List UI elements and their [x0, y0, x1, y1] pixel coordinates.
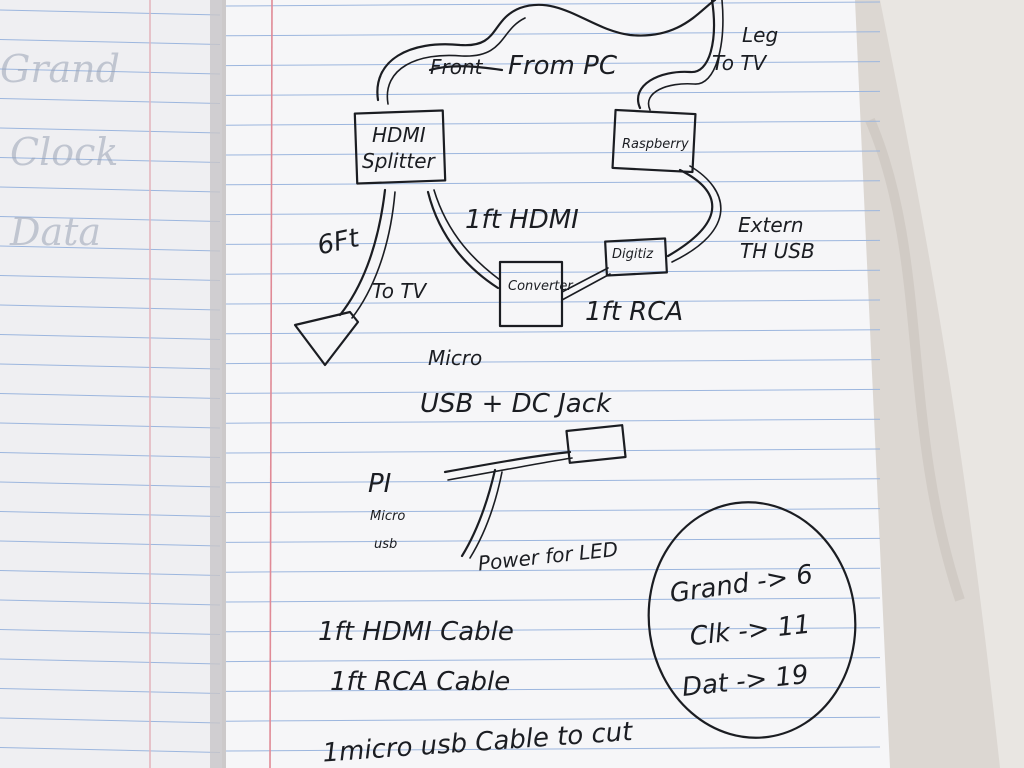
ruled-line: [0, 9, 221, 16]
ruled-line: [225, 597, 881, 603]
digitizer-box: [604, 237, 668, 277]
ruled-line: [0, 334, 221, 340]
ruled-line: [225, 746, 881, 752]
ruled-line: [0, 363, 221, 370]
ruled-line: [0, 511, 221, 517]
ruled-line: [0, 98, 221, 104]
to-tv-top-label: To TV: [712, 51, 768, 75]
struck-label: Front: [430, 55, 484, 79]
hdmi-splitter-box: [353, 109, 447, 185]
hdmi-label: HDMI: [372, 123, 426, 147]
ruled-line: [0, 245, 221, 252]
ruled-line: [0, 275, 221, 281]
converter-box: [498, 260, 564, 328]
ruled-line: [225, 90, 881, 96]
ruled-line: [225, 180, 881, 186]
ghost-text-2: Clock: [10, 130, 118, 174]
digitizer-label: Digitiz: [612, 247, 654, 262]
ruled-line: [225, 418, 881, 424]
micro-label: Micro: [428, 346, 482, 370]
external-label: Extern: [738, 213, 804, 237]
from-pc-label: From PC: [508, 51, 618, 81]
pin-circle: [647, 501, 857, 739]
splitter-label: Splitter: [362, 149, 436, 173]
raspberry-box: [611, 108, 697, 174]
ruled-line: [225, 239, 881, 245]
ruled-line: [225, 627, 881, 633]
ghost-text-3: Data: [9, 210, 101, 254]
shopping-item-1: 1ft HDMI Cable: [318, 617, 514, 647]
ruled-line: [225, 329, 881, 335]
ruled-line: [0, 688, 221, 694]
leg-label: Leg: [742, 23, 778, 47]
ruled-line: [0, 39, 221, 45]
ruled-line: [0, 157, 221, 163]
one-ft-rca-label: 1ft RCA: [585, 297, 683, 327]
ruled-line: [0, 629, 221, 635]
ruled-line: [225, 31, 881, 37]
pi-usb-label: usb: [374, 537, 397, 552]
ruled-line: [225, 657, 881, 663]
one-ft-hdmi-label: 1ft HDMI: [465, 205, 579, 235]
ruled-line: [0, 186, 221, 193]
ruled-line: [0, 540, 221, 547]
wiring-sketch: [293, 0, 857, 739]
ruled-line: [225, 567, 881, 573]
usb-dc-jack-label: USB + DC Jack: [420, 389, 612, 419]
ruled-line: [0, 658, 221, 665]
ruled-line: [0, 717, 221, 724]
ruled-line: [0, 393, 221, 399]
ruled-line: [225, 269, 881, 275]
right-page: [225, 0, 890, 768]
ruled-line: [0, 570, 221, 576]
ruled-line: [225, 716, 881, 722]
ruled-line: [0, 747, 221, 753]
ruled-line: [225, 61, 881, 67]
ruled-line: [0, 422, 221, 429]
ruled-line: [225, 1, 881, 7]
left-page: Grand Clock Data: [0, 0, 222, 768]
usb-label: TH USB: [740, 239, 815, 263]
ruled-line: [225, 448, 881, 454]
ruled-line: [225, 478, 881, 484]
raspberry-label: Raspberry: [622, 137, 689, 152]
ruled-line: [0, 127, 221, 134]
ruled-line: [225, 686, 881, 692]
ghost-text-1: Grand: [0, 47, 120, 91]
ruled-line: [0, 216, 221, 222]
ruled-line: [225, 359, 881, 365]
ruled-line: [225, 508, 881, 514]
tv-icon: [293, 310, 360, 367]
dc-jack-connector: [565, 424, 627, 464]
ruled-line: [225, 299, 881, 305]
ruled-line: [0, 452, 221, 458]
ruled-line: [225, 388, 881, 394]
ruled-line: [0, 481, 221, 488]
ruled-line: [0, 304, 221, 311]
ruled-line: [225, 210, 881, 216]
converter-label: Converter: [508, 279, 574, 294]
ruled-line: [0, 599, 221, 606]
to-tv-left-label: To TV: [372, 279, 428, 303]
pi-micro-label: Micro: [370, 509, 405, 524]
ruled-line: [0, 68, 221, 75]
ruled-line: [225, 537, 881, 543]
ruled-line: [225, 150, 881, 156]
shopping-item-2: 1ft RCA Cable: [330, 667, 510, 697]
ruled-line: [225, 120, 881, 126]
pi-label: PI: [368, 469, 391, 499]
